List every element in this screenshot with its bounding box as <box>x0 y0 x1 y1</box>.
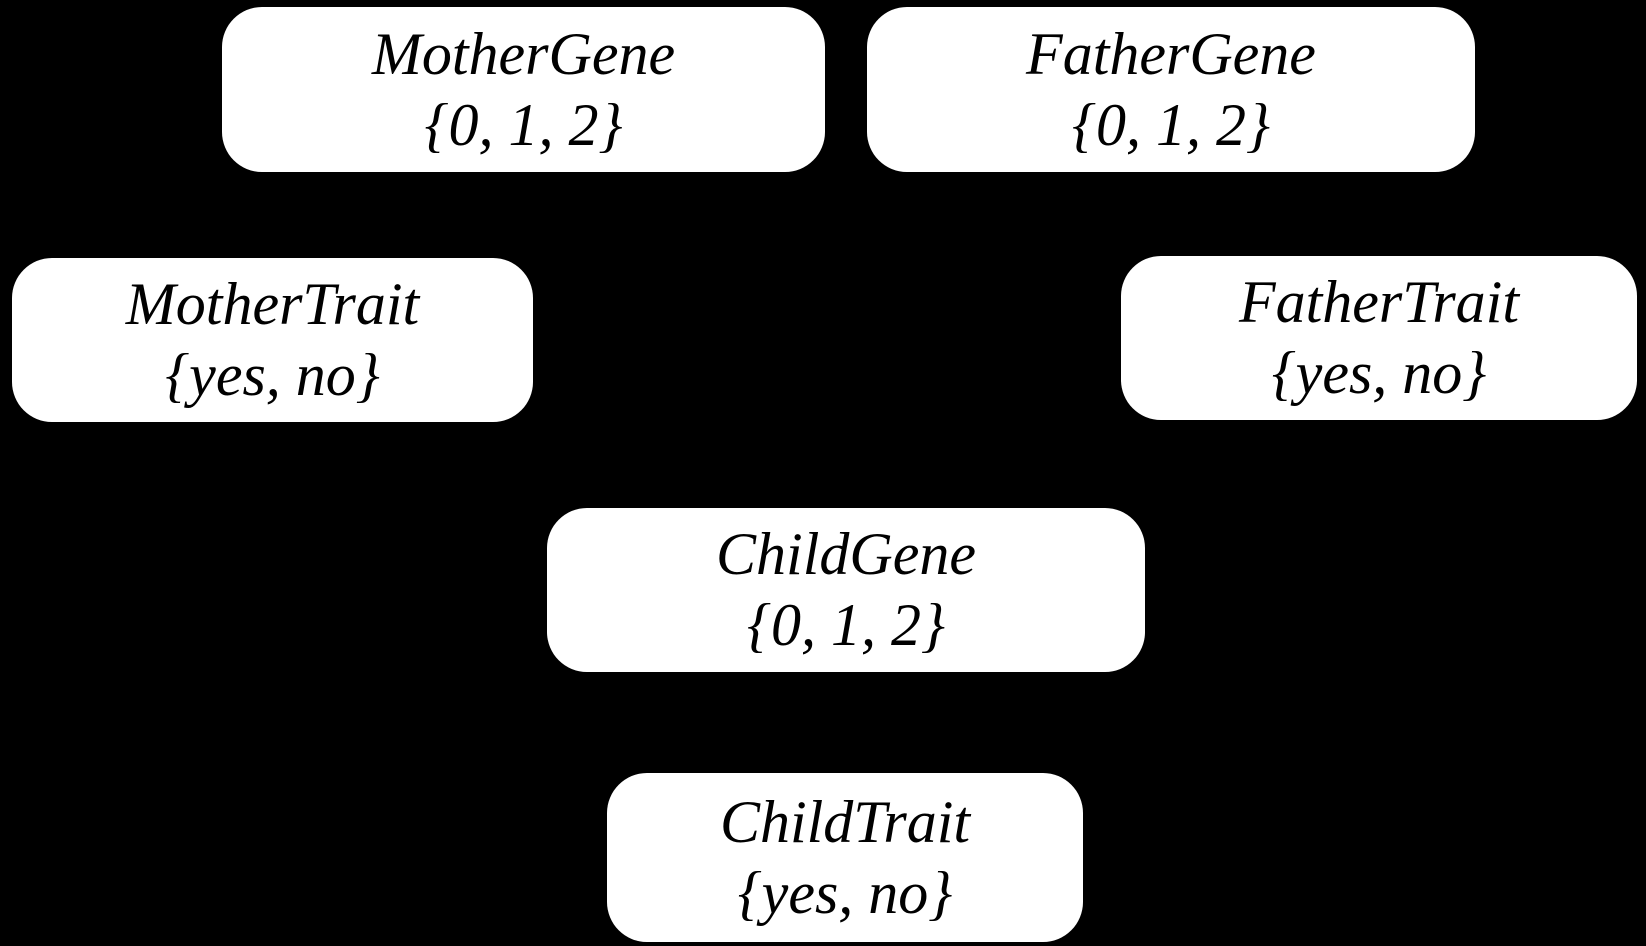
node-title: MotherGene <box>371 20 676 87</box>
node-title: FatherTrait <box>1238 269 1520 336</box>
node-title: FatherGene <box>1026 20 1316 87</box>
node-domain: {yes, no} <box>1271 340 1487 406</box>
node-child-trait: ChildTrait {yes, no} <box>607 773 1083 942</box>
node-title: MotherTrait <box>125 271 420 338</box>
node-mother-trait: MotherTrait {yes, no} <box>12 258 533 422</box>
node-child-gene: ChildGene {0, 1, 2} <box>547 508 1145 672</box>
node-domain: {0, 1, 2} <box>1072 91 1270 158</box>
node-domain: {0, 1, 2} <box>424 91 623 158</box>
node-domain: {yes, no} <box>165 342 380 408</box>
node-domain: {0, 1, 2} <box>747 592 945 658</box>
node-father-gene: FatherGene {0, 1, 2} <box>867 7 1475 172</box>
node-mother-gene: MotherGene {0, 1, 2} <box>222 7 825 172</box>
node-father-trait: FatherTrait {yes, no} <box>1121 256 1637 420</box>
node-title: ChildTrait <box>719 788 971 855</box>
node-title: ChildGene <box>716 521 976 588</box>
node-domain: {yes, no} <box>737 859 953 926</box>
